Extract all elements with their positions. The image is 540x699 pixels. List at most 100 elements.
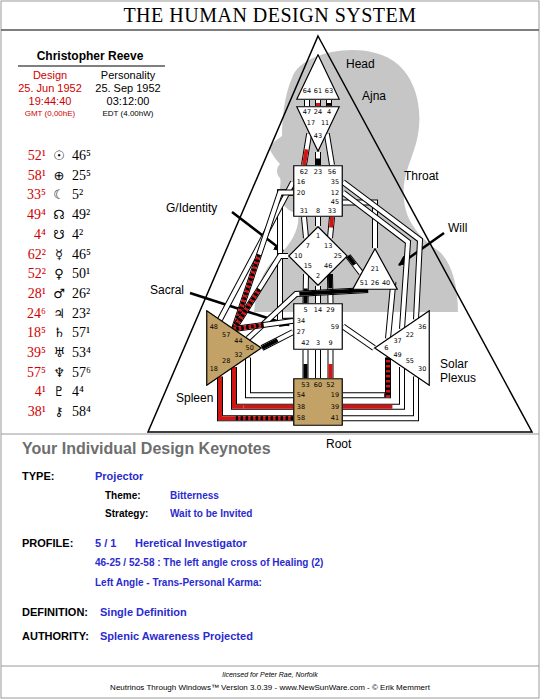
center-name: Will — [448, 222, 467, 236]
center-name: G/Identity — [166, 202, 217, 216]
personality-activation: 49² — [72, 207, 90, 223]
gate-number: 42 — [301, 340, 309, 347]
design-activation: 28¹ — [28, 286, 46, 302]
gate-number: 34 — [297, 318, 305, 325]
gate-number: 33 — [328, 208, 336, 215]
chart-owner: Christopher Reeve — [37, 50, 144, 64]
gate-number: 21 — [371, 266, 379, 273]
channel-fill — [343, 327, 374, 349]
gate-number: 14 — [314, 306, 322, 313]
gate-number: 55 — [406, 358, 414, 365]
gate-number: 27 — [297, 329, 305, 336]
channel-outline — [304, 217, 306, 238]
keynote-key: PROFILE: — [22, 537, 73, 550]
design-activation-line — [316, 103, 320, 106]
keynote-value: 5 / 1 — [95, 537, 116, 550]
channel — [343, 202, 375, 248]
gate-number: 51 — [360, 280, 368, 287]
personality-activation: 4⁴ — [72, 384, 84, 400]
center-outline — [294, 304, 343, 350]
design-activation: 49⁴ — [27, 207, 46, 223]
gate-number: 3 — [316, 340, 320, 347]
planet-symbol: ♃ — [53, 307, 65, 322]
gate-number: 37 — [393, 338, 401, 345]
time-zone: GMT (0,00hE) — [25, 109, 76, 118]
channel-fill — [343, 377, 416, 419]
center-name: Sacral — [150, 284, 184, 298]
gate-number: 31 — [300, 208, 308, 215]
personality-activation-line — [316, 159, 320, 166]
design-activation-line — [329, 364, 333, 378]
time: 19:44:40 — [29, 95, 72, 108]
channel — [343, 358, 388, 396]
design-activation: 62² — [28, 247, 46, 263]
channel-fill — [220, 377, 293, 419]
channel-outline — [330, 217, 332, 238]
design-activation-line — [343, 405, 392, 409]
channel-outline — [234, 321, 293, 329]
design-activation-line — [304, 149, 307, 165]
keynote-value: 46-25 / 52-58 : The left angle cross of … — [95, 557, 323, 569]
personality-activation: 46⁵ — [72, 148, 91, 164]
planet-symbol: ☾ — [53, 188, 65, 203]
channel-outline — [327, 274, 334, 303]
keynote-key: Theme: — [105, 490, 141, 502]
planet-symbol: ☊ — [53, 208, 65, 223]
center-name: Spleen — [176, 392, 213, 406]
gate-number: 36 — [418, 323, 426, 330]
gate-number: 4 — [327, 109, 331, 116]
gate-number: 48 — [210, 323, 218, 330]
date: 25. Jun 1952 — [18, 82, 82, 95]
gate-number: 26 — [371, 280, 379, 287]
design-activation-line — [244, 405, 293, 409]
planet-symbol: ♅ — [53, 346, 65, 361]
center-outline — [294, 379, 343, 426]
gate-number: 2 — [316, 273, 320, 280]
gate-number: 45 — [331, 199, 339, 206]
planet-symbol: ♄ — [53, 326, 65, 341]
gate-number: 53 — [301, 381, 309, 388]
personality-activation: 23² — [72, 306, 90, 322]
gate-number: 32 — [234, 352, 242, 359]
center-outline — [375, 311, 430, 386]
channel-fill — [329, 350, 333, 378]
channel-outline — [315, 152, 321, 165]
channel-fill — [343, 202, 375, 248]
channel-outline — [304, 134, 309, 165]
gate-number: 50 — [246, 345, 254, 352]
gate-number: 59 — [331, 323, 339, 330]
channel — [307, 100, 308, 106]
personality-activation: 57¹ — [72, 325, 90, 341]
channel-outline — [280, 256, 293, 321]
design-activation-line — [234, 367, 244, 407]
center-outline — [353, 249, 398, 290]
channel-outline — [315, 217, 321, 226]
keynote-value: Heretical Investigator — [135, 537, 247, 550]
energy-center: 21512640 — [352, 248, 398, 290]
footer-rule — [1, 666, 539, 667]
personality-activation-line — [262, 340, 278, 348]
gate-number: 47 — [303, 109, 311, 116]
gate-number: 24 — [314, 109, 322, 116]
channel-fill — [327, 134, 332, 165]
title-rule — [1, 29, 539, 31]
gate-number: 56 — [328, 169, 336, 176]
title-bar: THE HUMAN DESIGN SYSTEM — [0, 4, 540, 27]
energy-center: 514293459274239 — [293, 303, 343, 350]
energy-center: 646163 — [296, 54, 340, 100]
channel — [330, 217, 332, 238]
personality-activation: 58⁴ — [72, 404, 91, 420]
gate-number: 38 — [297, 404, 305, 411]
gate-number: 61 — [314, 88, 322, 95]
channel — [305, 274, 307, 303]
column-head: Personality — [101, 69, 155, 82]
channel-outline — [343, 367, 402, 407]
channel-fill — [262, 332, 293, 348]
channel — [248, 358, 293, 396]
channel-fill — [305, 100, 309, 106]
design-activation: 33⁵ — [27, 187, 46, 203]
channel — [318, 350, 319, 378]
channel — [280, 256, 293, 321]
